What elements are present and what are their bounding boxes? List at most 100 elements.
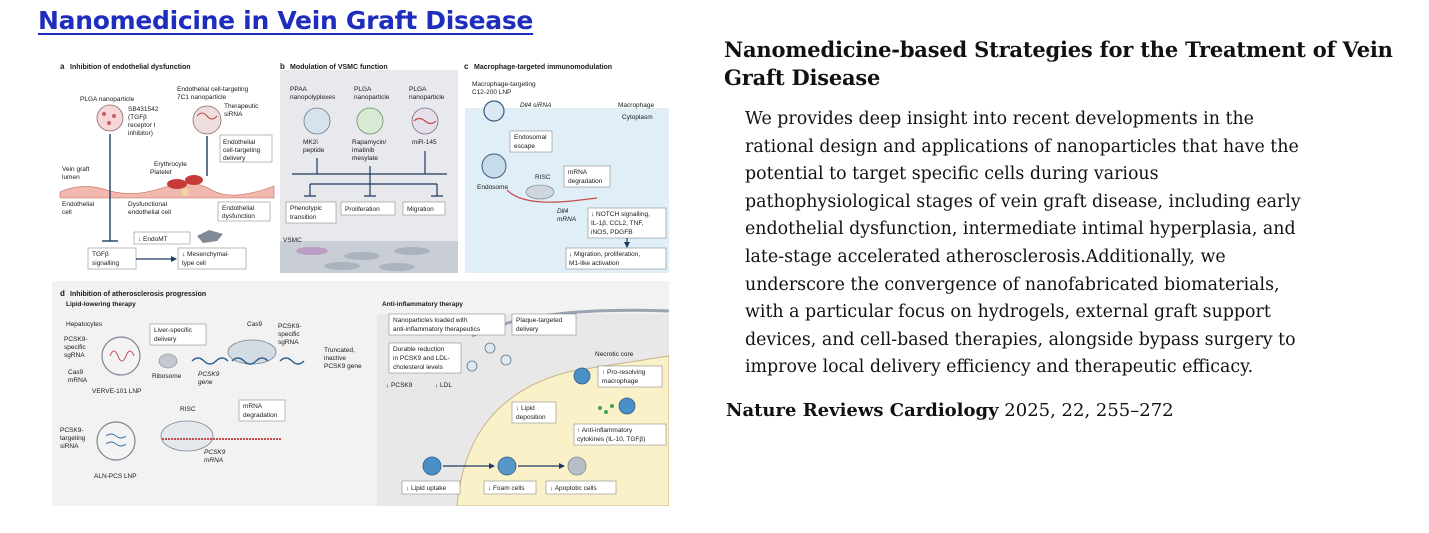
article-column: Nanomedicine-based Strategies for the Tr… xyxy=(724,36,1414,421)
label-liver-specific: Liver-specific delivery xyxy=(154,327,194,343)
label-pro-resolving: ↑ Pro-resolving macrophage xyxy=(602,369,647,385)
label-risc: RISC xyxy=(535,174,551,181)
panel-c: Macrophage-targeting C12-200 LNP Dll4 si… xyxy=(472,81,667,270)
lnp-icon xyxy=(483,100,505,122)
nanoparticle-icon xyxy=(484,342,496,354)
label-proliferation: Proliferation xyxy=(345,206,380,213)
label-hepatocytes: Hepatocytes xyxy=(66,321,103,328)
macrophage-icon xyxy=(422,456,442,476)
label-mrna-degradation-d: mRNA degradation xyxy=(243,403,278,419)
label-foam-cells: ↓ Foam cells xyxy=(488,485,525,492)
label-phenotypic: Phenotypic transition xyxy=(290,205,324,221)
panel-d-title: Inhibition of atherosclerosis progressio… xyxy=(70,291,206,298)
citation: Nature Reviews Cardiology 2025, 22, 255–… xyxy=(726,400,1414,421)
label-endosome: Endosome xyxy=(477,184,508,191)
label-anti-inflammatory: Anti-inflammatory therapy xyxy=(382,301,463,308)
aln-pcs-lnp-icon xyxy=(96,421,136,461)
label-erythrocyte: Erythrocyte xyxy=(154,161,187,168)
label-rapamycin: Rapamycin/ imatinib mesylate xyxy=(352,139,388,162)
label-verve: VERVE-101 LNP xyxy=(92,388,141,395)
label-dysfunctional-ec: Dysfunctional endothelial cell xyxy=(128,201,172,216)
7c1-nanoparticle-icon xyxy=(192,105,222,135)
panel-b-title: Modulation of VSMC function xyxy=(290,64,388,71)
label-mir145: miR-145 xyxy=(412,139,437,146)
panel-b-letter: b xyxy=(280,62,285,71)
label-dll4-mrna: Dll4 mRNA xyxy=(557,208,576,223)
label-mesenchymal: ↓ Mesenchymal- type cell xyxy=(182,251,231,267)
label-mk2i: MK2i peptide xyxy=(303,139,325,154)
label-endothelial-dysfunction: Endothelial dysfunction xyxy=(222,205,256,220)
apoptotic-cell-icon xyxy=(567,456,587,476)
foam-cell-icon xyxy=(497,456,517,476)
label-necrotic-core: Necrotic core xyxy=(595,351,634,358)
panel-d: Lipid-lowering therapy Hepatocytes Liver… xyxy=(60,301,667,495)
panel-c-title: Macrophage-targeted immunomodulation xyxy=(474,64,612,71)
label-notch: ↓ NOTCH signalling, IL-1β, CCL2, TNF, iN… xyxy=(591,211,652,236)
label-lipid-lowering: Lipid-lowering therapy xyxy=(66,301,136,308)
headline-link[interactable]: Nanomedicine in Vein Graft Disease xyxy=(38,6,534,35)
label-endosomal-escape: Endosomal escape xyxy=(514,134,548,150)
label-durable-reduction: Durable reduction in PCSK9 and LDL- chol… xyxy=(393,346,452,371)
label-apoptotic-cells: ↓ Apoptotic cells xyxy=(550,485,597,492)
label-ec-targeting-np: Endothelial cell-targeting 7C1 nanoparti… xyxy=(177,86,250,101)
verve-lnp-icon xyxy=(101,336,141,376)
panel-a-title: Inhibition of endothelial dysfunction xyxy=(70,64,191,71)
label-dll4-sirna: Dll4 siRNA xyxy=(520,102,551,109)
label-plaque-targeted: Plaque-targeted delivery xyxy=(516,317,564,333)
nanoparticle-icon xyxy=(466,360,478,372)
plga-nanoparticle-icon xyxy=(96,104,124,132)
citation-details: 2025, 22, 255–272 xyxy=(998,399,1174,421)
label-pcsk9-gene: PCSK9 gene xyxy=(198,371,221,386)
label-ec-targeting-delivery: Endothelial cell-targeting delivery xyxy=(223,139,262,162)
label-migration-prolif: ↓ Migration, proliferation, M1-like acti… xyxy=(569,251,642,267)
nanomedicine-figure: a Inhibition of endothelial dysfunction … xyxy=(52,56,669,506)
label-aln-pcs: ALN-PCS LNP xyxy=(94,473,137,480)
journal-name: Nature Reviews Cardiology xyxy=(726,399,999,421)
label-cas9-mrna: Cas9 mRNA xyxy=(68,369,88,384)
label-endomt: ↓ EndoMT xyxy=(138,236,168,243)
label-vein-graft-lumen: Vein graft lumen xyxy=(62,166,91,181)
panel-d-letter: d xyxy=(60,289,65,298)
label-pcsk9-sgrna-top: PCSK9- specific sgRNA xyxy=(278,323,303,346)
endosome-icon xyxy=(481,153,507,179)
label-lipid-deposition: ↓ Lipid deposition xyxy=(516,405,546,421)
panel-a: PLGA nanoparticle SB431542 (TGFβ recepto… xyxy=(59,86,275,270)
label-down-pcsk9: ↓ PCSK9 xyxy=(386,382,413,389)
label-lipid-uptake: ↓ Lipid uptake xyxy=(406,485,446,492)
label-macrophage-lnp: Macrophage-targeting C12-200 LNP xyxy=(472,81,537,96)
label-plga-nanoparticle: PLGA nanoparticle xyxy=(80,96,135,103)
label-truncated: Truncated, inactive PCSK9 gene xyxy=(324,347,362,370)
label-cytokines: ↑ Anti-inflammatory cytokines (IL-10, TG… xyxy=(577,427,645,443)
label-pcsk9-mrna: PCSK9 mRNA xyxy=(204,449,227,464)
label-macrophage: Macrophage xyxy=(618,102,655,109)
label-cytoplasm: Cytoplasm xyxy=(622,114,653,121)
risc-d-icon xyxy=(160,420,214,452)
label-plga-1: PLGA nanoparticle xyxy=(354,86,390,101)
label-therapeutic-sirna: Therapeutic siRNA xyxy=(224,103,260,118)
label-np-loaded: Nanoparticles loaded with anti-inflammat… xyxy=(393,317,481,333)
ppaa-nanopolyplex-icon xyxy=(303,107,331,135)
label-sb431542: SB431542 (TGFβ receptor I inhibitor) xyxy=(128,106,160,137)
label-pcsk9-targeting: PCSK9- targeting siRNA xyxy=(60,427,87,450)
label-endothelial-cell: Endothelial cell xyxy=(62,201,96,216)
label-ppaa: PPAA nanopolyplexes xyxy=(290,86,336,101)
mesenchymal-cell-icon xyxy=(197,230,223,243)
label-platelet: Platelet xyxy=(150,169,172,176)
panel-c-letter: c xyxy=(464,62,469,71)
label-tgfb-signalling: TGFβ signalling xyxy=(92,251,119,267)
label-risc-d: RISC xyxy=(180,406,196,413)
nanoparticle-icon xyxy=(500,354,512,366)
macrophage-icon xyxy=(573,367,591,385)
label-plga-2: PLGA nanoparticle xyxy=(409,86,445,101)
label-down-ldl: ↓ LDL xyxy=(435,382,452,389)
label-ribosome: Ribosome xyxy=(152,373,182,380)
label-vsmc: VSMC xyxy=(283,237,302,244)
panel-b: PPAA nanopolyplexes PLGA nanoparticle PL… xyxy=(280,86,458,273)
ribosome-icon xyxy=(158,353,178,369)
label-cas9: Cas9 xyxy=(247,321,263,328)
panel-a-letter: a xyxy=(60,62,65,71)
article-title: Nanomedicine-based Strategies for the Tr… xyxy=(724,37,1393,90)
macrophage-icon xyxy=(618,397,636,415)
label-migration: Migration xyxy=(407,206,434,213)
cas9-complex-icon xyxy=(227,339,277,365)
